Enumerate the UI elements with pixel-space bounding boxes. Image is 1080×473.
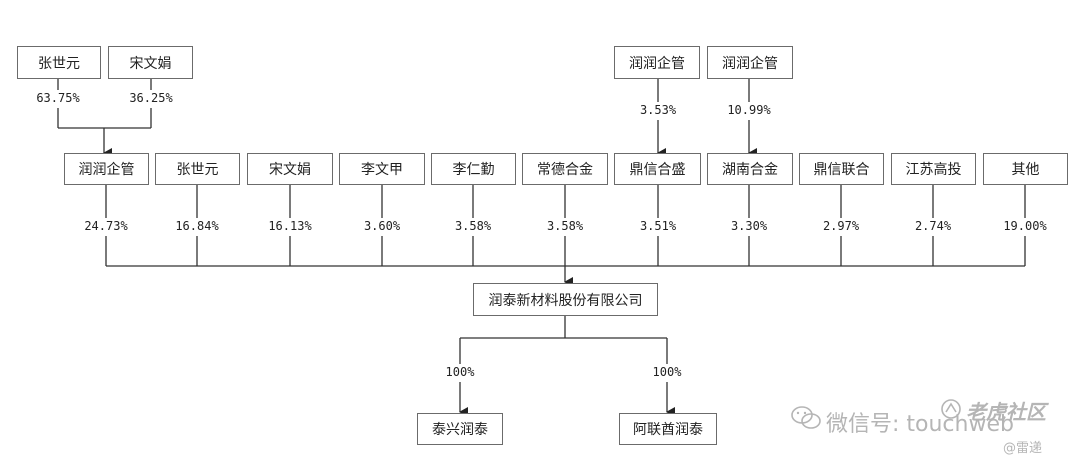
subsidiary-pct: 100% xyxy=(651,365,683,379)
pct-song-wenjuan-top: 36.25% xyxy=(128,91,174,105)
shareholder-box: 李文甲 xyxy=(339,153,425,185)
shareholder-pct: 3.58% xyxy=(453,219,493,233)
subsidiary-pct: 100% xyxy=(444,365,476,379)
shareholder-box: 张世元 xyxy=(155,153,240,185)
pct-zhang-shiyuan-top: 63.75% xyxy=(35,91,81,105)
shareholder-box: 其他 xyxy=(983,153,1068,185)
shareholder-box: 常德合金 xyxy=(522,153,608,185)
shareholder-box: 湖南合金 xyxy=(707,153,793,185)
shareholder-box: 宋文娟 xyxy=(247,153,333,185)
holder-zhang-shiyuan-top: 张世元 xyxy=(17,46,101,79)
watermark-credit: @雷递 xyxy=(1003,441,1043,456)
shareholder-box: 李仁勤 xyxy=(431,153,516,185)
watermark-brand: 老虎社区 xyxy=(966,400,1046,424)
shareholder-pct: 24.73% xyxy=(83,219,129,233)
shareholder-pct: 16.13% xyxy=(267,219,313,233)
shareholder-pct: 2.74% xyxy=(913,219,953,233)
pct-runrun-top-2: 10.99% xyxy=(726,103,772,117)
subsidiary-box: 泰兴润泰 xyxy=(417,413,503,445)
shareholder-box: 江苏高投 xyxy=(891,153,976,185)
shareholder-pct: 19.00% xyxy=(1002,219,1048,233)
company-box: 润泰新材料股份有限公司 xyxy=(473,283,658,316)
holder-runrun-top-2: 润润企管 xyxy=(707,46,793,79)
shareholder-pct: 3.30% xyxy=(729,219,769,233)
shareholder-box: 鼎信联合 xyxy=(799,153,884,185)
holder-runrun-top-1: 润润企管 xyxy=(614,46,700,79)
shareholder-box: 鼎信合盛 xyxy=(614,153,701,185)
shareholder-pct: 3.51% xyxy=(638,219,678,233)
watermark-wechat-id: 微信号: touchweb xyxy=(826,412,1014,437)
shareholder-box: 润润企管 xyxy=(64,153,149,185)
shareholder-pct: 2.97% xyxy=(821,219,861,233)
tiger-logo-icon xyxy=(941,399,961,419)
shareholder-pct: 3.60% xyxy=(362,219,402,233)
subsidiary-box: 阿联酋润泰 xyxy=(619,413,717,445)
wechat-icon xyxy=(791,406,821,429)
pct-runrun-top-1: 3.53% xyxy=(638,103,678,117)
holder-song-wenjuan-top: 宋文娟 xyxy=(108,46,193,79)
shareholder-pct: 16.84% xyxy=(174,219,220,233)
shareholder-pct: 3.58% xyxy=(545,219,585,233)
